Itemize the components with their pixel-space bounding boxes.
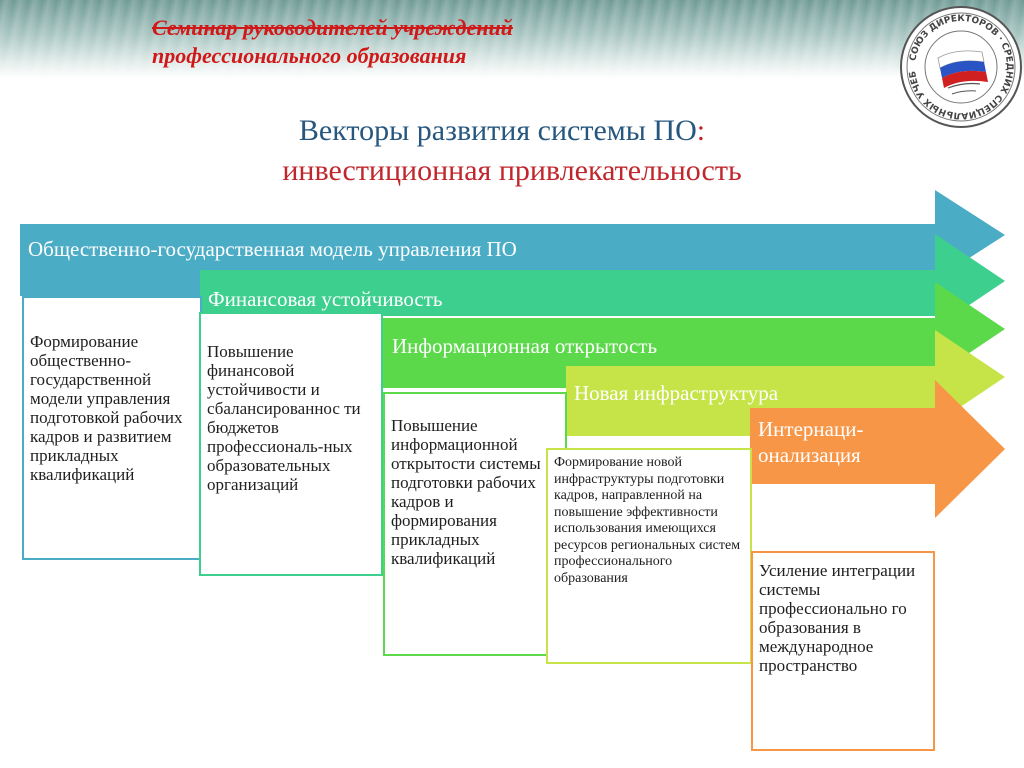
vector-arrow-1: Общественно-государственная модель управ…: [20, 190, 1005, 296]
vector-description-5: Усиление интеграции системы профессионал…: [751, 551, 935, 751]
vector-label-5: Интернаци-онализация: [758, 417, 864, 467]
header-band: [0, 0, 1024, 78]
vector-description-2: Повышение финансовой устойчивости и сбал…: [199, 312, 383, 576]
seminar-title-line2: профессионального образования: [152, 43, 467, 68]
slide-title-line1: Векторы развития системы ПО: [298, 114, 697, 147]
slide-subtitle: инвестиционная привлекательность: [282, 154, 742, 187]
arrow-shape-1: [20, 190, 1005, 296]
vector-label-2: Финансовая устойчивость: [208, 287, 443, 311]
vector-description-3: Повышение информационной открытости сист…: [383, 392, 567, 656]
arrow-shape-2: [200, 234, 1005, 328]
vector-label-3: Информационная открытость: [392, 334, 658, 358]
vector-arrow-2: Финансовая устойчивость: [200, 234, 1005, 328]
slide-title-colon: :: [696, 114, 706, 147]
vector-label-1: Общественно-государственная модель управ…: [28, 237, 517, 261]
vector-description-1: Формирование общественно-государственной…: [22, 296, 202, 560]
arrow-shape-3: [382, 282, 1005, 388]
slide-title: Векторы развития системы ПО:: [0, 112, 1014, 150]
union-of-directors-logo: СОЮЗ ДИРЕКТОРОВ · СРЕДНИХ СПЕЦИАЛЬНЫХ УЧ…: [893, 0, 1024, 130]
vector-arrow-5: Интернаци-онализация: [750, 380, 1005, 518]
vector-label-4: Новая инфраструктура: [574, 381, 779, 405]
vector-description-4: Формирование новой инфраструктуры подгот…: [546, 448, 752, 664]
arrow-shape-5: [750, 380, 1005, 518]
logo-flag-icon: [937, 50, 988, 95]
seminar-title: Семинар руководителей учреждений професс…: [152, 14, 712, 70]
vector-arrow-3: Информационная открытость: [382, 282, 1005, 388]
seminar-title-line1: Семинар руководителей учреждений: [152, 15, 513, 40]
